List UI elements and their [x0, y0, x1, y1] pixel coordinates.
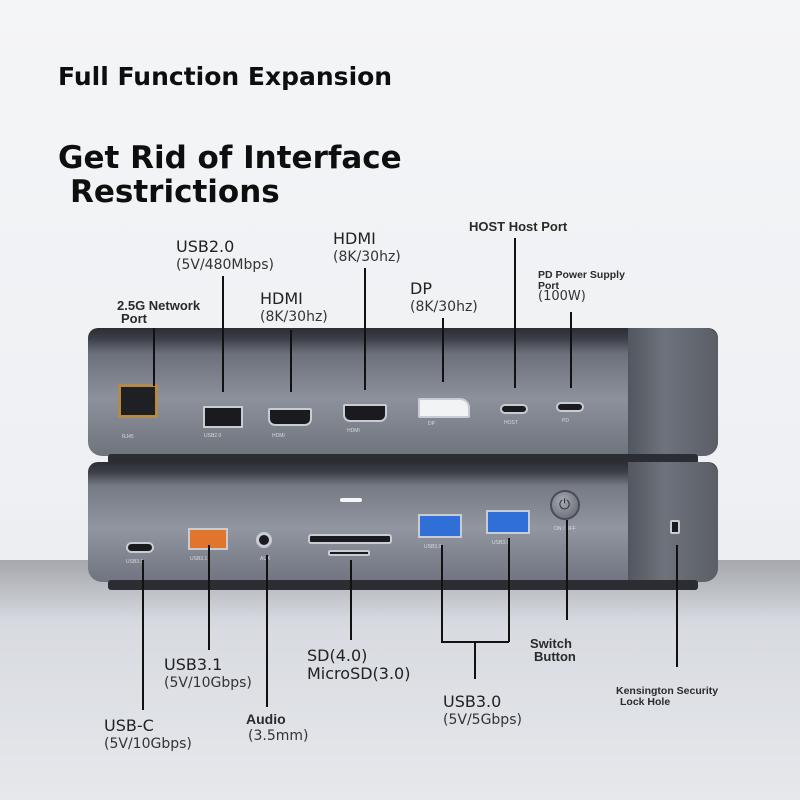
leader-dp — [442, 318, 444, 382]
leader-network — [153, 328, 155, 386]
label-usbc-spec: (5V/10Gbps) — [104, 736, 192, 752]
dock-top-foot — [108, 454, 698, 464]
leader-switch — [566, 520, 568, 620]
label-hdmi-left-spec: (8K/30hz) — [260, 309, 328, 325]
leader-usb30-right — [508, 538, 510, 642]
leader-host — [514, 238, 516, 388]
label-audio: Audio (3.5mm) — [246, 711, 308, 745]
label-pd-spec: (100W) — [538, 289, 586, 304]
leader-usbc — [142, 560, 144, 710]
host-print: HOST — [504, 420, 518, 426]
usb30-port-left[interactable] — [418, 514, 462, 538]
label-kensington-name1: Kensington Security — [616, 685, 719, 697]
pd-print: PD — [562, 418, 569, 424]
label-usb20: USB2.0 (5V/480Mbps) — [176, 238, 274, 274]
label-hdmi-right-name: HDMI — [333, 229, 376, 248]
usb30-left-print: USB3.0 — [424, 544, 442, 550]
headline-main-line1: Get Rid of Interface — [58, 140, 402, 176]
label-pd-name1: PD Power Supply — [538, 269, 625, 281]
power-indicator-led — [340, 498, 362, 502]
label-switch-name1: Switch — [530, 636, 572, 651]
headline-main-line2: Restrictions — [70, 174, 280, 210]
label-usb20-spec: (5V/480Mbps) — [176, 257, 274, 273]
leader-pd — [570, 312, 572, 388]
label-hdmi-left-name: HDMI — [260, 289, 303, 308]
label-audio-spec: (3.5mm) — [248, 728, 309, 744]
hdmi-left-print: HDMI — [272, 433, 285, 439]
label-hdmi-right-spec: (8K/30hz) — [333, 249, 401, 265]
pd-port[interactable] — [556, 402, 584, 412]
usbc-port[interactable] — [126, 542, 154, 553]
microsd-slot[interactable] — [328, 550, 370, 556]
dp-print: DP — [428, 421, 435, 427]
power-icon: ⏻ — [559, 496, 571, 512]
label-network-name2: Port — [121, 311, 147, 326]
audio-jack[interactable] — [256, 532, 272, 548]
label-network-name1: 2.5G Network — [117, 298, 201, 313]
leader-hdmi-right — [364, 268, 366, 390]
host-port[interactable] — [500, 404, 528, 414]
label-network: 2.5G Network Port — [117, 299, 200, 325]
label-pd: PD Power Supply Port (100W) — [538, 270, 625, 306]
rj45-print: RJ45 — [122, 434, 134, 440]
usb31-print: USB3.1 — [190, 556, 208, 562]
hdmi-port-right[interactable] — [343, 404, 387, 422]
dock-top-unit: RJ45 USB2.0 HDMI HDMI DP HOST PD — [88, 328, 718, 464]
label-dp-name: DP — [410, 279, 432, 298]
sd-card-slot[interactable] — [308, 534, 392, 544]
label-kensington-name2: Lock Hole — [620, 696, 671, 708]
label-dp: DP (8K/30hz) — [410, 280, 478, 316]
leader-hdmi-left — [290, 330, 292, 392]
dock-top-side — [628, 328, 718, 456]
kensington-lock-hole[interactable] — [670, 520, 680, 534]
leader-usb31 — [208, 545, 210, 650]
leader-sd — [350, 560, 352, 640]
label-hdmi-right: HDMI (8K/30hz) — [333, 230, 401, 266]
usb20-print: USB2.0 — [204, 433, 222, 439]
label-usb31-spec: (5V/10Gbps) — [164, 675, 252, 691]
leader-audio — [266, 555, 268, 707]
aux-print: AUX — [260, 556, 270, 562]
label-usb30: USB3.0 (5V/5Gbps) — [443, 693, 522, 729]
usb30-right-print: USB3.0 — [492, 540, 510, 546]
dock-bottom-foot — [108, 580, 698, 590]
hdmi-port-left[interactable] — [268, 408, 312, 426]
label-switch: Switch Button — [530, 637, 576, 663]
dock-bottom-unit: USB3.1 USB3.1 AUX USB3.0 USB3.0 ⏻ ON / O… — [88, 462, 718, 590]
label-sd-name1: SD(4.0) — [307, 646, 368, 665]
usbc-print: USB3.1 — [126, 559, 144, 565]
label-kensington: Kensington Security Lock Hole — [616, 686, 718, 708]
label-switch-name2: Button — [534, 649, 576, 664]
headline-top: Full Function Expansion — [58, 62, 393, 91]
label-audio-name: Audio — [246, 711, 286, 727]
leader-kensington — [676, 545, 678, 667]
onoff-print: ON / OFF — [554, 526, 576, 532]
rj45-port[interactable] — [118, 384, 158, 418]
leader-usb20 — [222, 276, 224, 392]
usb30-port-right[interactable] — [486, 510, 530, 534]
label-usb31: USB3.1 (5V/10Gbps) — [164, 656, 252, 692]
label-dp-spec: (8K/30hz) — [410, 299, 478, 315]
hdmi-right-print: HDMI — [347, 428, 360, 434]
label-usb20-name: USB2.0 — [176, 237, 235, 256]
label-sd: SD(4.0) MicroSD(3.0) — [307, 647, 410, 683]
leader-usb30-left — [441, 545, 443, 642]
label-sd-name2: MicroSD(3.0) — [307, 664, 411, 683]
label-hdmi-left: HDMI (8K/30hz) — [260, 290, 328, 326]
label-usb30-name: USB3.0 — [443, 692, 502, 711]
label-host: HOST Host Port — [469, 219, 568, 234]
label-pd-name2: Port — [538, 280, 559, 292]
usb20-port[interactable] — [203, 406, 243, 428]
label-usbc: USB-C (5V/10Gbps) — [104, 717, 192, 753]
leader-usb30-stem — [474, 641, 476, 679]
label-usb30-spec: (5V/5Gbps) — [443, 712, 522, 728]
label-usb31-name: USB3.1 — [164, 655, 223, 674]
dp-port[interactable] — [418, 398, 470, 418]
power-button[interactable]: ⏻ — [550, 490, 580, 520]
label-usbc-name: USB-C — [104, 716, 154, 735]
